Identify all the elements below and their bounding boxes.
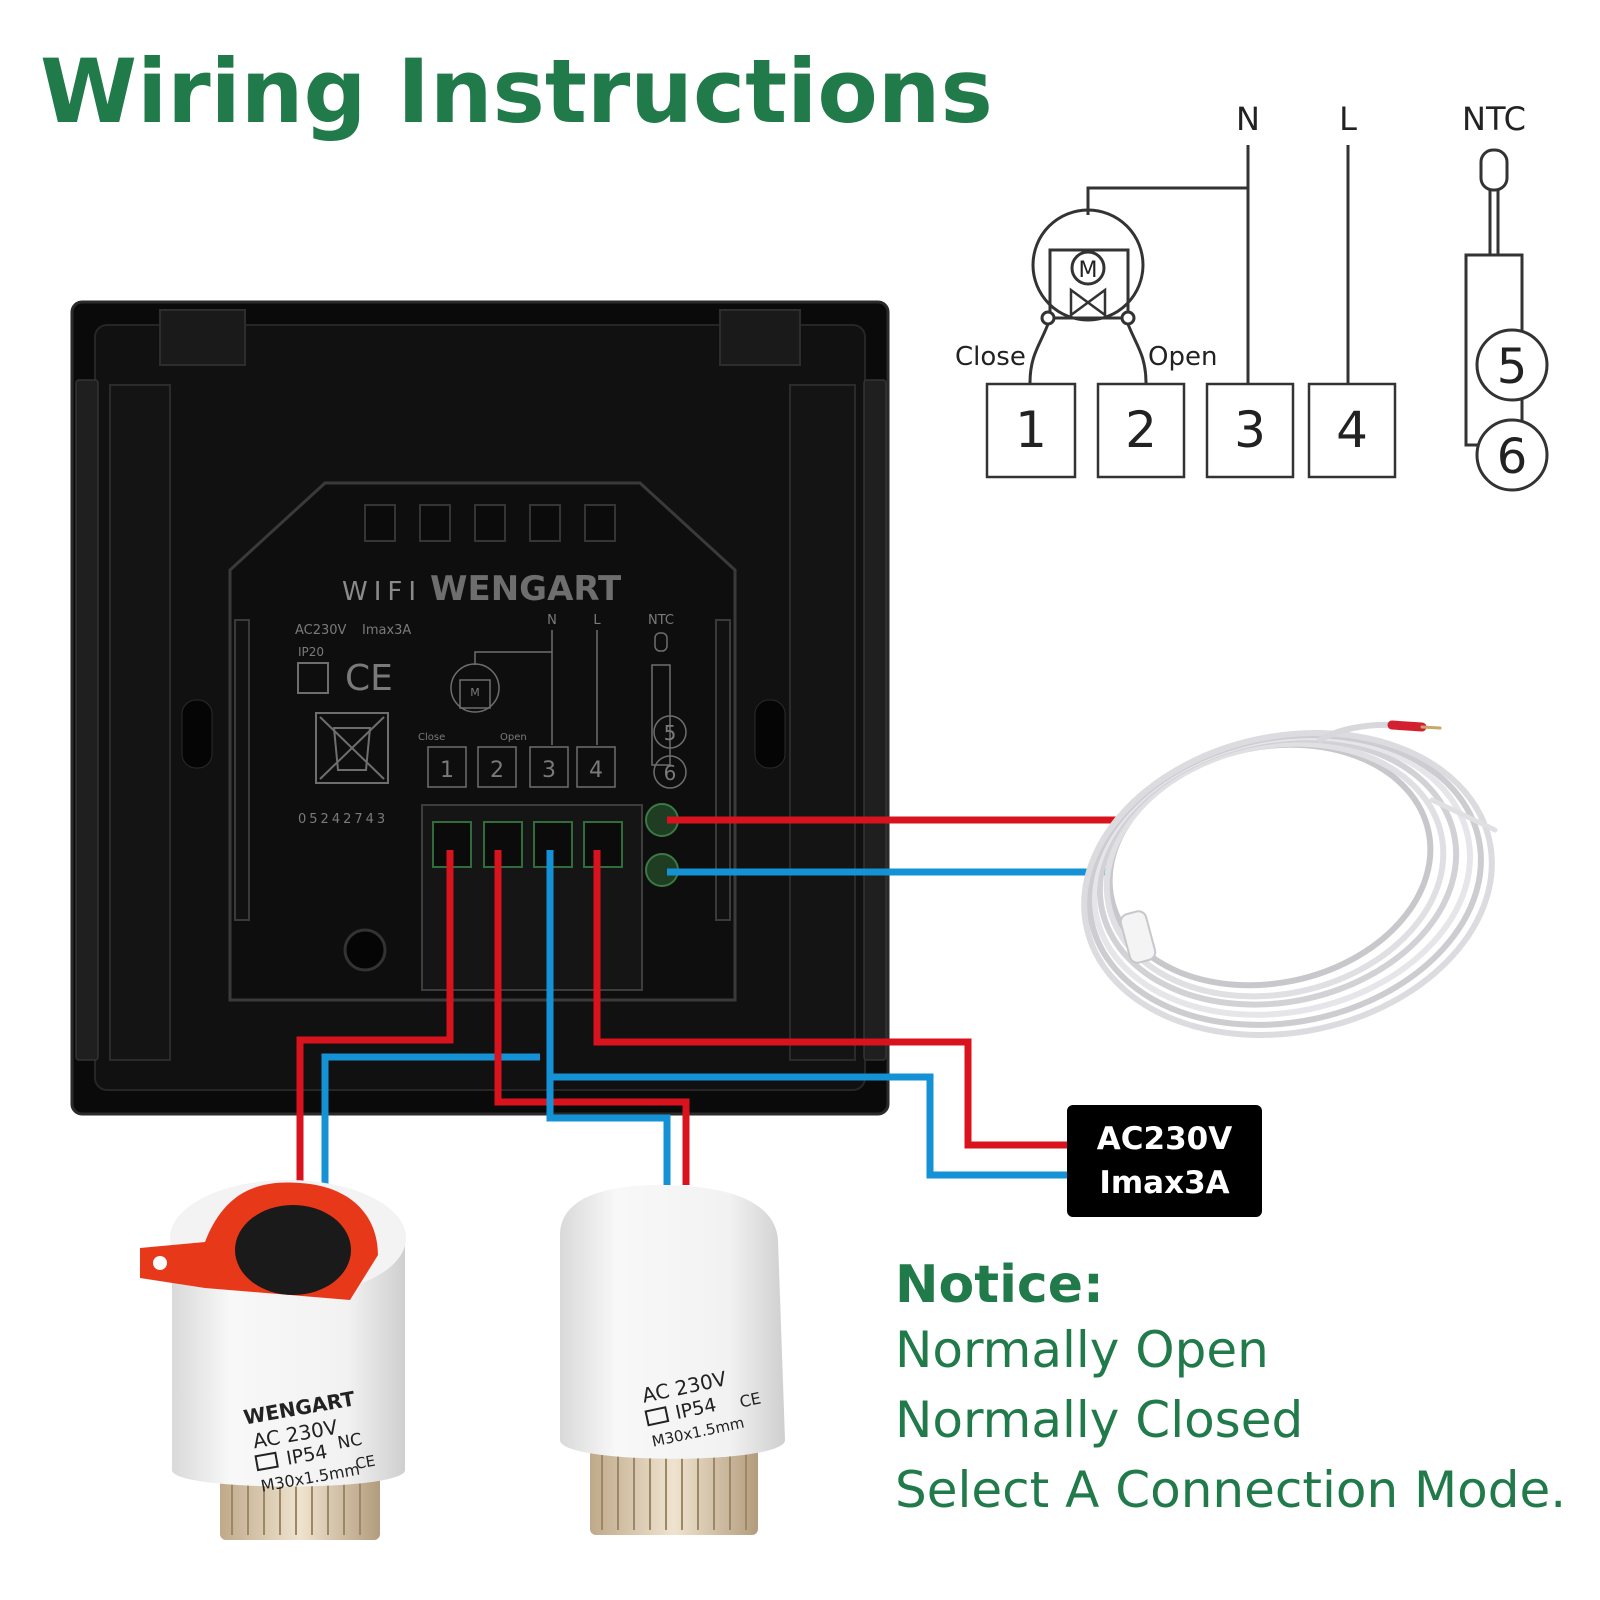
schematic-label-n: N (1236, 100, 1260, 138)
motor-symbol-label: M (1079, 258, 1098, 283)
panel-terminal-2-label: 2 (490, 758, 504, 783)
notice-heading: Notice: (895, 1255, 1104, 1315)
panel-brand-logo: WENGART (430, 569, 622, 609)
panel-terminal-6-label: 6 (664, 761, 677, 785)
wire-terminal-4 (593, 850, 1067, 1149)
schematic-terminal-2-label: 2 (1125, 401, 1157, 459)
panel-terminal-1-label: 1 (440, 758, 454, 783)
ntc-sensor-cable (1081, 720, 1498, 1038)
valve-label-close: Close (955, 342, 1026, 372)
actuator1-type: NC (336, 1430, 364, 1454)
schematic-terminal-1-label: 1 (1015, 401, 1047, 459)
panel-motor-symbol: M (470, 686, 480, 699)
panel-ce-mark: CE (345, 658, 393, 699)
panel-valve-open: Open (500, 732, 527, 743)
panel-schematic: N L NTC M Close Open 1 2 3 4 5 6 (418, 613, 687, 789)
schematic-label-l: L (1339, 100, 1357, 138)
actuator-normally-closed: WENGART AC 230V IP54 NC M30x1.5mm CE (140, 1180, 406, 1540)
panel-rating-voltage: AC230V (295, 623, 347, 638)
panel-terminal-3-label: 3 (542, 758, 556, 783)
panel-label-l: L (593, 613, 601, 628)
panel-terminal-4-label: 4 (589, 758, 603, 783)
wire-terminal-3 (546, 850, 671, 1185)
notice-line-normally-open: Normally Open (895, 1321, 1269, 1379)
panel-valve-close: Close (418, 732, 445, 743)
schematic-terminal-6 (1475, 418, 1549, 492)
wire-actuator1-blue (321, 1053, 540, 1195)
thermostat-back-panel: WIFI WENGART AC230V Imax3A IP20 CE 05242… (70, 300, 890, 1116)
wire-terminal-2 (494, 850, 690, 1185)
weee-bin-icon (315, 712, 389, 784)
wire-terminal-1 (296, 850, 454, 1195)
schematic-terminal-3 (1205, 382, 1295, 479)
notice-line-select-mode: Select A Connection Mode. (895, 1461, 1567, 1519)
panel-label-ntc: NTC (648, 613, 674, 628)
panel-terminal-5-label: 5 (664, 721, 677, 745)
panel-serial: 05242743 (298, 812, 388, 827)
ntc-probe (1119, 910, 1157, 964)
schematic-terminal-4 (1307, 382, 1397, 479)
actuator1-ce: CE (354, 1452, 377, 1473)
notice-line-normally-closed: Normally Closed (895, 1391, 1304, 1449)
schematic-terminal-1 (985, 382, 1077, 479)
schematic-label-ntc: NTC (1462, 100, 1526, 138)
page-title: Wiring Instructions (40, 40, 993, 143)
power-voltage: AC230V (1096, 1121, 1233, 1157)
schematic-terminal-4-label: 4 (1336, 401, 1368, 459)
notice-block: Notice: Normally Open Normally Closed Se… (895, 1255, 1566, 1525)
panel-ip-box (297, 662, 329, 694)
power-current: Imax3A (1099, 1165, 1230, 1201)
schematic-diagram: N L NTC M Close Open 1 2 3 4 5 (955, 100, 1549, 492)
schematic-terminal-3-label: 3 (1234, 401, 1266, 459)
actuator2-ce: CE (738, 1389, 763, 1412)
panel-screw-hole (343, 928, 387, 972)
terminal-block (421, 803, 679, 991)
panel-ip-rating: IP20 (298, 645, 324, 659)
schematic-terminal-6-label: 6 (1497, 429, 1528, 485)
schematic-terminal-2 (1096, 382, 1186, 479)
actuator-normally-open: AC 230V IP54 M30x1.5mm CE (560, 1185, 785, 1535)
power-supply-badge: AC230V Imax3A (1067, 1105, 1262, 1217)
motor-symbol (1070, 250, 1106, 286)
valve-label-open: Open (1148, 342, 1217, 372)
panel-wifi-label: WIFI (342, 577, 422, 607)
schematic-terminal-5 (1475, 328, 1549, 402)
wire-terminal-3-supply (550, 1073, 1067, 1179)
panel-label-n: N (547, 613, 557, 628)
wiring (296, 816, 1118, 1195)
panel-rating-current: Imax3A (362, 623, 411, 638)
schematic-terminal-5-label: 5 (1497, 339, 1528, 395)
valve-coil-symbol (1031, 208, 1145, 322)
